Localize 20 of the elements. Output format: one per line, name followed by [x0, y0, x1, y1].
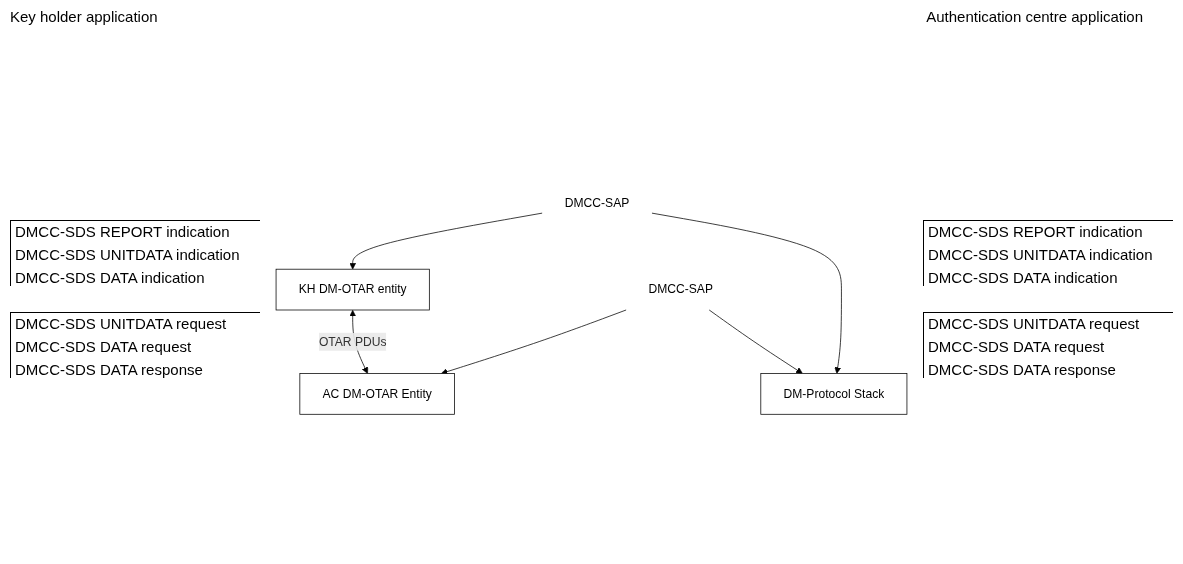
application-label: Authentication centre application	[926, 8, 1143, 27]
primitive-name: DMCC-SDS DATA request	[15, 338, 193, 355]
primitive-name: DMCC-SDS DATA response	[928, 361, 1117, 378]
primitive-name: DMCC-SDS UNITDATA request	[928, 315, 1141, 332]
node-box: DM-Protocol Stack	[760, 373, 908, 415]
primitive-name: DMCC-SDS REPORT indication	[15, 223, 231, 240]
node-text: DMCC-SAP	[564, 196, 630, 210]
node-box: AC DM-OTAR Entity	[299, 373, 455, 415]
primitive-name: DMCC-SDS DATA response	[15, 361, 204, 378]
primitive-name: DMCC-SDS REPORT indication	[928, 223, 1144, 240]
node-text: DMCC-SAP	[648, 283, 713, 296]
primitive-name: DMCC-SDS DATA indication	[928, 269, 1119, 286]
primitive-name: DMCC-SDS DATA request	[928, 338, 1106, 355]
application-label: Key holder application	[10, 8, 158, 27]
node-box: KH DM-OTAR entity	[275, 269, 430, 311]
primitive-name: DMCC-SDS DATA indication	[15, 269, 206, 286]
primitive-name: DMCC-SDS UNITDATA request	[15, 315, 228, 332]
primitive-name: DMCC-SDS UNITDATA indication	[15, 246, 241, 263]
edge-label: OTAR PDUs	[318, 335, 387, 349]
primitive-name: DMCC-SDS UNITDATA indication	[928, 246, 1154, 263]
